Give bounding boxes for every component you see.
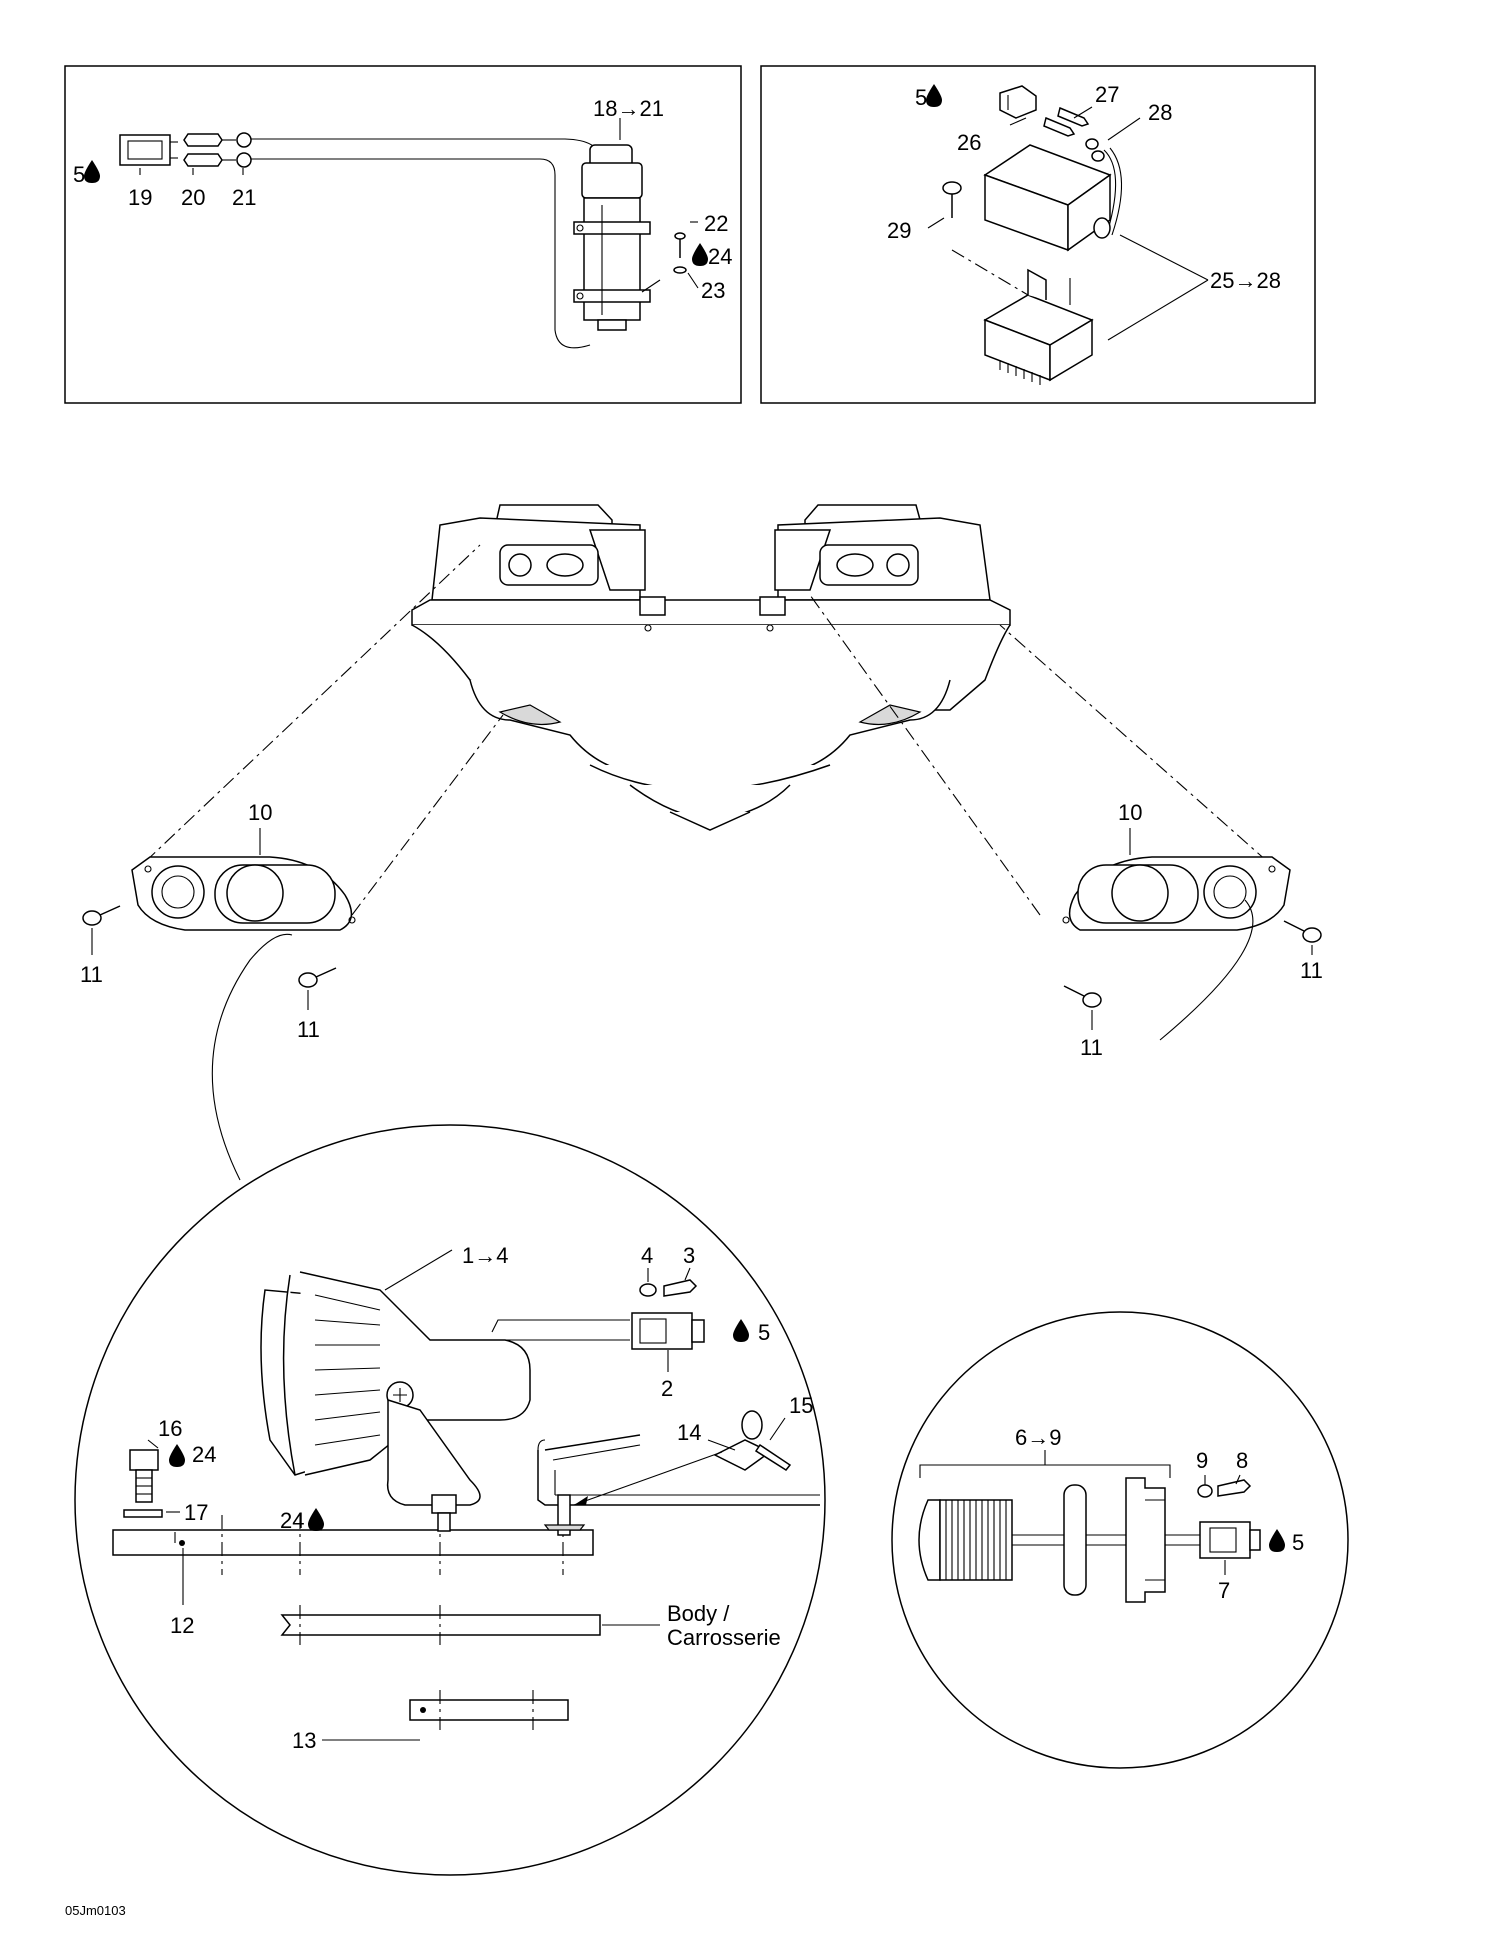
courtesy-light-6	[918, 1499, 1200, 1581]
terminal-3	[663, 1279, 698, 1297]
screw-29	[942, 181, 962, 218]
callout-1-4: 1→4	[462, 1243, 508, 1268]
callout-14: 14	[677, 1420, 701, 1445]
terminal-8	[1217, 1479, 1252, 1497]
screw-11-a	[82, 905, 121, 926]
seals-21	[236, 132, 252, 168]
callout-5-c: 5	[758, 1320, 770, 1345]
watercraft-rear-view	[411, 504, 1011, 831]
callout-2: 2	[661, 1376, 673, 1401]
screw-11-b	[298, 967, 337, 988]
callout-5-d: 5	[1292, 1530, 1304, 1555]
callout-10-a: 10	[248, 800, 272, 825]
callout-25-28: 25→28	[1210, 268, 1281, 293]
callout-29: 29	[887, 218, 911, 243]
cable-clip-14	[713, 1410, 772, 1471]
drawing-code: 05Jm0103	[65, 1903, 126, 1918]
lubricant-drop-icon	[84, 160, 100, 183]
callout-labels: 18→21 5 19 20 21 22 24 23 5 27 28 26 29 …	[65, 82, 1323, 1918]
connector-19	[119, 134, 178, 166]
lubricant-drop-icon	[733, 1319, 749, 1342]
callout-11-d: 11	[1300, 958, 1323, 983]
callout-24-b: 24	[192, 1442, 216, 1467]
detail-link-left	[211, 933, 293, 1181]
center-bolt	[431, 1494, 457, 1532]
screws-11	[82, 905, 1322, 1030]
callout-23: 23	[701, 278, 725, 303]
boat-light-left	[499, 544, 599, 586]
seal-9	[1197, 1484, 1213, 1498]
body-label-line2: Carrosserie	[667, 1625, 781, 1650]
backing-plate-13	[409, 1690, 569, 1730]
connector-2	[631, 1312, 705, 1350]
light-cover-left-10	[131, 856, 356, 931]
callout-3: 3	[683, 1243, 695, 1268]
pump-assembly-panel	[64, 65, 742, 404]
callout-19: 19	[128, 185, 152, 210]
callout-24-c: 24	[280, 1508, 304, 1533]
callout-26: 26	[957, 130, 981, 155]
callout-17: 17	[184, 1500, 208, 1525]
callout-9: 9	[1196, 1448, 1208, 1473]
floodlight-1	[260, 1271, 531, 1506]
gasket	[1063, 1484, 1087, 1596]
terminals-20	[183, 133, 236, 167]
callout-11-b: 11	[297, 1017, 320, 1042]
screw-11-c	[1063, 985, 1102, 1008]
lubricant-drop-icons	[84, 84, 1285, 1552]
relay-holder	[983, 268, 1094, 385]
relay-assembly-panel	[760, 65, 1316, 404]
connector-26	[999, 85, 1037, 119]
connector-7	[1199, 1521, 1261, 1559]
seal-4	[639, 1283, 657, 1297]
lubricant-drop-icon	[926, 84, 942, 107]
relay-25	[983, 144, 1123, 252]
lubricant-drop-icon	[308, 1508, 324, 1531]
callout-20: 20	[181, 185, 205, 210]
callout-4: 4	[641, 1243, 653, 1268]
seals-28	[1085, 138, 1105, 162]
light-cover-right-10	[1062, 856, 1291, 931]
floodlight-detail	[74, 1124, 826, 1876]
lubricant-drop-icon	[1269, 1529, 1285, 1552]
callout-7: 7	[1218, 1578, 1230, 1603]
retaining-nut	[1125, 1477, 1166, 1603]
callout-10-b: 10	[1118, 800, 1142, 825]
terminals-27	[1043, 106, 1090, 137]
callout-11-c: 11	[1080, 1035, 1103, 1060]
detail-link-right	[1159, 899, 1254, 1041]
courtesy-light-detail	[891, 1311, 1349, 1769]
screw-22	[674, 232, 686, 258]
boat-light-right	[819, 544, 919, 586]
callout-15: 15	[789, 1393, 813, 1418]
lubricant-drop-icon	[169, 1444, 185, 1467]
callout-18-21: 18→21	[593, 96, 664, 121]
screw-11-d	[1283, 920, 1322, 943]
callout-5-b: 5	[915, 85, 927, 110]
washer-17	[123, 1509, 163, 1518]
callout-16: 16	[158, 1416, 182, 1441]
callout-27: 27	[1095, 82, 1119, 107]
cable-tie-15	[754, 1443, 792, 1471]
callout-24-a: 24	[708, 244, 732, 269]
callout-28: 28	[1148, 100, 1172, 125]
body-panel	[280, 1605, 601, 1645]
bolt-16	[129, 1449, 159, 1503]
washer-23	[673, 266, 687, 274]
projection-lines	[144, 544, 1269, 916]
callout-6-9: 6→9	[1015, 1425, 1061, 1450]
callout-22: 22	[704, 211, 728, 236]
callout-5-a: 5	[73, 162, 85, 187]
lubricant-drop-icon	[692, 243, 708, 266]
body-label-line1: Body /	[667, 1601, 730, 1626]
callout-12: 12	[170, 1613, 194, 1638]
mounting-stud	[543, 1494, 586, 1536]
callout-11-a: 11	[80, 962, 103, 987]
pump-18	[573, 144, 651, 331]
callout-8: 8	[1236, 1448, 1248, 1473]
callout-13: 13	[292, 1728, 316, 1753]
callout-21: 21	[232, 185, 256, 210]
